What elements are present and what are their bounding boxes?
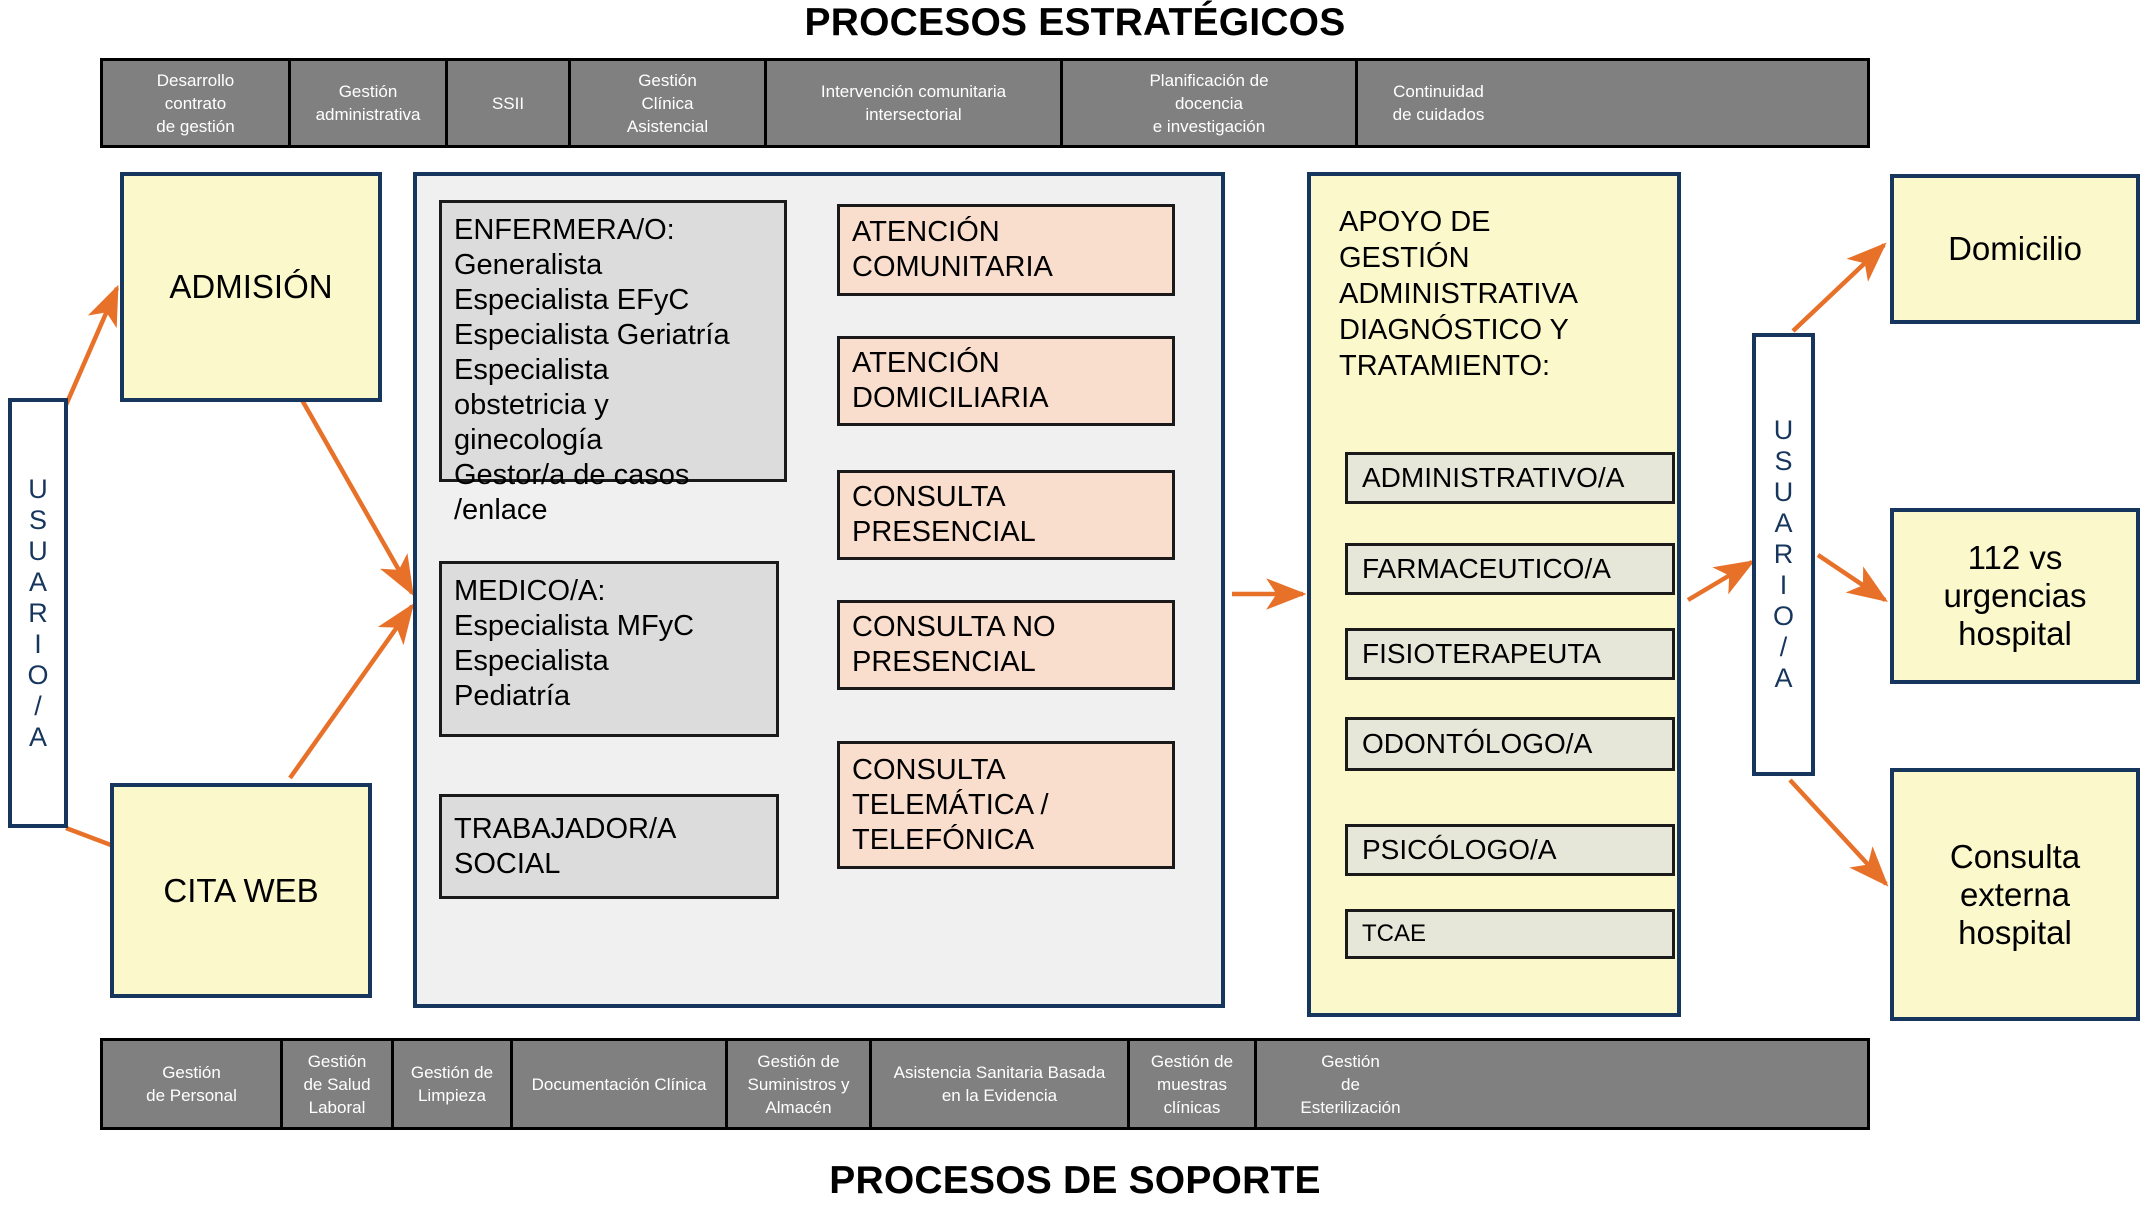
support-process-cell-6[interactable]: Gestión de muestras clínicas xyxy=(1130,1041,1257,1127)
support-process-cell-label-4: Gestión de Suministros y Almacén xyxy=(747,1051,850,1117)
arrow-support-to-usuario xyxy=(1686,560,1756,602)
page-title-top: PROCESOS ESTRATÉGICOS xyxy=(804,1,1346,44)
activity-box-atencion-domiciliaria[interactable]: ATENCIÓN DOMICILIARIA xyxy=(837,336,1175,426)
support-services-panel: APOYO DE GESTIÓN ADMINISTRATIVA DIAGNÓST… xyxy=(1307,172,1681,1017)
arrow-usuario-to-urgencias xyxy=(1816,553,1888,603)
activity-label-atencion-domiciliaria: ATENCIÓN DOMICILIARIA xyxy=(852,347,1049,414)
support-label-odontologo: ODONTÓLOGO/A xyxy=(1362,728,1593,759)
strategic-process-cell-label-1: Gestión administrativa xyxy=(315,82,421,124)
support-label-fisioterapeuta: FISIOTERAPEUTA xyxy=(1362,638,1602,669)
role-box-enfermera[interactable]: ENFERMERA/O: Generalista Especialista EF… xyxy=(439,200,787,526)
role-label-trabajador-social: TRABAJADOR/A SOCIAL xyxy=(454,812,677,880)
support-process-cell-7[interactable]: Gestión de Esterilización xyxy=(1257,1041,1444,1127)
support-box-odontologo[interactable]: ODONTÓLOGO/A xyxy=(1345,717,1675,771)
support-process-cell-3[interactable]: Documentación Clínica xyxy=(513,1041,728,1127)
destination-consulta-externa[interactable]: Consulta externa hospital xyxy=(1890,768,2140,1021)
usuario-exit-label: U S U A R I O / A xyxy=(1772,415,1794,693)
arrow-usuario-to-admision xyxy=(63,284,120,406)
strategic-process-cell-label-3: Gestión Clínica Asistencial xyxy=(626,70,709,136)
support-label-administrativo: ADMINISTRATIVO/A xyxy=(1362,462,1625,493)
support-process-cell-label-2: Gestión de Limpieza xyxy=(410,1063,494,1105)
strategic-process-cell-6[interactable]: Continuidad de cuidados xyxy=(1358,61,1519,145)
support-process-cell-2[interactable]: Gestión de Limpieza xyxy=(394,1041,513,1127)
support-process-cell-0[interactable]: Gestión de Personal xyxy=(103,1041,283,1127)
admision-label: ADMISIÓN xyxy=(169,268,333,305)
activity-label-atencion-comunitaria: ATENCIÓN COMUNITARIA xyxy=(852,216,1053,283)
strategic-process-cell-0[interactable]: Desarrollo contrato de gestión xyxy=(103,61,291,145)
support-process-cell-4[interactable]: Gestión de Suministros y Almacén xyxy=(728,1041,872,1127)
strategic-process-cell-5[interactable]: Planificación de docencia e investigació… xyxy=(1063,61,1358,145)
arrow-admision-to-core xyxy=(300,398,414,597)
support-box-tcae[interactable]: TCAE xyxy=(1345,909,1675,959)
cita-web-label: CITA WEB xyxy=(163,871,319,909)
support-process-cell-label-3: Documentación Clínica xyxy=(531,1074,707,1094)
strategic-process-cell-label-4: Intervención comunitaria intersectorial xyxy=(820,82,1007,124)
destination-label-urgencias: 112 vs urgencias hospital xyxy=(1943,539,2087,652)
support-box-administrativo[interactable]: ADMINISTRATIVO/A xyxy=(1345,452,1675,504)
strategic-process-cell-label-2: SSII xyxy=(491,93,525,113)
role-box-medico[interactable]: MEDICO/A: Especialista MFyC Especialista… xyxy=(439,561,779,737)
strategic-process-cell-2[interactable]: SSII xyxy=(448,61,571,145)
usuario-entry-label: U S U A R I O / A xyxy=(27,473,49,752)
destination-label-consulta-externa: Consulta externa hospital xyxy=(1949,837,2081,951)
support-box-fisioterapeuta[interactable]: FISIOTERAPEUTA xyxy=(1345,628,1675,680)
strategic-process-cell-label-0: Desarrollo contrato de gestión xyxy=(156,70,235,136)
activity-box-atencion-comunitaria[interactable]: ATENCIÓN COMUNITARIA xyxy=(837,204,1175,296)
support-label-psicologo: PSICÓLOGO/A xyxy=(1362,834,1557,865)
support-label-tcae: TCAE xyxy=(1362,920,1427,947)
strategic-process-cell-label-6: Continuidad de cuidados xyxy=(1392,82,1485,124)
activity-box-consulta-telematica[interactable]: CONSULTA TELEMÁTICA / TELEFÓNICA xyxy=(837,741,1175,869)
activity-box-consulta-presencial[interactable]: CONSULTA PRESENCIAL xyxy=(837,470,1175,560)
admision-node[interactable]: ADMISIÓN xyxy=(120,172,382,402)
support-box-psicologo[interactable]: PSICÓLOGO/A xyxy=(1345,824,1675,876)
support-process-cell-label-6: Gestión de muestras clínicas xyxy=(1150,1051,1234,1117)
support-process-cell-5[interactable]: Asistencia Sanitaria Basada en la Eviden… xyxy=(872,1041,1130,1127)
support-process-cell-label-5: Asistencia Sanitaria Basada en la Eviden… xyxy=(893,1063,1106,1105)
support-processes-strip: Gestión de Personal Gestión de Salud Labo… xyxy=(100,1038,1870,1130)
destination-label-domicilio: Domicilio xyxy=(1948,230,2082,267)
support-process-cell-1[interactable]: Gestión de Salud Laboral xyxy=(283,1041,394,1127)
support-process-cell-label-1: Gestión de Salud Laboral xyxy=(303,1051,371,1117)
activity-label-consulta-presencial: CONSULTA PRESENCIAL xyxy=(852,481,1036,548)
support-process-cell-label-0: Gestión de Personal xyxy=(146,1063,237,1105)
destination-urgencias[interactable]: 112 vs urgencias hospital xyxy=(1890,508,2140,684)
page-title-bottom: PROCESOS DE SOPORTE xyxy=(829,1159,1321,1202)
strategic-process-cell-4[interactable]: Intervención comunitaria intersectorial xyxy=(767,61,1063,145)
activity-box-consulta-no-presencial[interactable]: CONSULTA NO PRESENCIAL xyxy=(837,600,1175,690)
role-label-medico: MEDICO/A: Especialista MFyC Especialista… xyxy=(454,575,695,712)
arrow-usuario-to-domicilio xyxy=(1791,242,1887,333)
arrow-cita-web-to-core xyxy=(288,603,415,780)
usuario-entry-node: U S U A R I O / A xyxy=(8,398,68,828)
strategic-process-cell-1[interactable]: Gestión administrativa xyxy=(291,61,448,145)
activity-label-consulta-telematica: CONSULTA TELEMÁTICA / TELEFÓNICA xyxy=(852,753,1049,856)
strategic-process-cell-label-5: Planificación de docencia e investigació… xyxy=(1149,70,1269,136)
usuario-exit-node: U S U A R I O / A xyxy=(1752,333,1815,776)
support-label-farmaceutico: FARMACEUTICO/A xyxy=(1362,553,1611,584)
activity-label-consulta-no-presencial: CONSULTA NO PRESENCIAL xyxy=(852,611,1056,678)
support-panel-title: APOYO DE GESTIÓN ADMINISTRATIVA DIAGNÓST… xyxy=(1339,206,1578,382)
destination-domicilio[interactable]: Domicilio xyxy=(1890,174,2140,324)
cita-web-node[interactable]: CITA WEB xyxy=(110,783,372,998)
strategic-processes-strip: Desarrollo contrato de gestión Gestión ad… xyxy=(100,58,1870,148)
arrow-usuario-to-consulta-externa xyxy=(1788,778,1889,887)
support-process-cell-label-7: Gestión de Esterilización xyxy=(1300,1051,1401,1117)
role-box-trabajador-social[interactable]: TRABAJADOR/A SOCIAL xyxy=(439,794,779,899)
support-box-farmaceutico[interactable]: FARMACEUTICO/A xyxy=(1345,543,1675,595)
strategic-process-cell-3[interactable]: Gestión Clínica Asistencial xyxy=(571,61,767,145)
role-label-enfermera: ENFERMERA/O: Generalista Especialista EF… xyxy=(454,214,730,526)
core-process-panel: ENFERMERA/O: Generalista Especialista EF… xyxy=(413,172,1225,1008)
